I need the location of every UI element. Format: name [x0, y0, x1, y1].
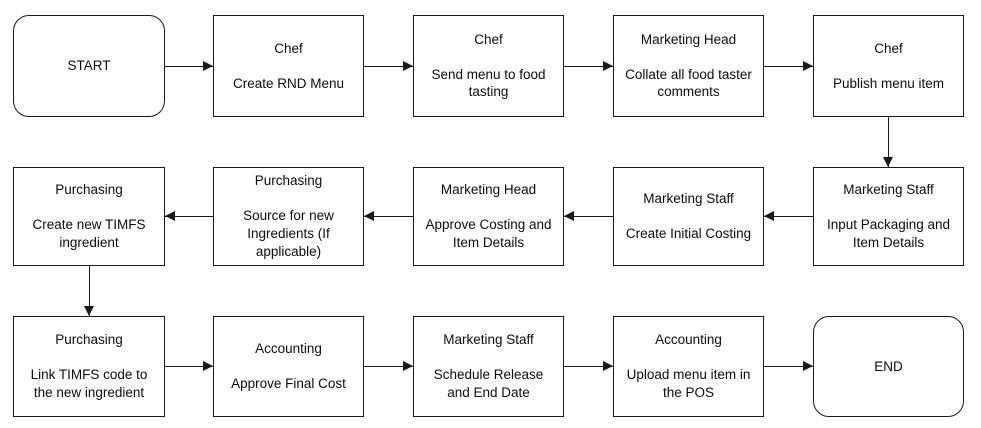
node-action-label: Approve Costing and Item Details — [425, 217, 552, 250]
connector-line — [564, 366, 613, 367]
node-role-label: Marketing Staff — [643, 191, 734, 207]
connector-line — [564, 216, 613, 217]
node-role-label: Purchasing — [55, 182, 123, 198]
node-action-label: Collate all food taster comments — [625, 66, 752, 100]
connector-line — [165, 66, 213, 67]
node-start[interactable]: START — [13, 15, 165, 117]
node-role-label: Accounting — [255, 341, 322, 357]
node-action-label: Create Initial Costing — [625, 226, 752, 241]
node-role-label: Chef — [274, 40, 303, 56]
node-role-label: Purchasing — [254, 173, 323, 189]
connector-line — [888, 117, 889, 167]
node-action-label: END — [874, 358, 903, 374]
node-action-label: Send menu to food tasting — [431, 66, 546, 100]
node-action-label: Input Packaging and Item Details — [826, 217, 951, 250]
arrowhead-left-icon — [165, 211, 175, 221]
arrowhead-down-icon — [883, 157, 893, 167]
node-role-label: Marketing Head — [440, 182, 537, 198]
node-end[interactable]: END — [813, 316, 964, 417]
connector-line — [165, 366, 213, 367]
node-action-label: Publish menu item — [832, 75, 945, 91]
arrowhead-right-icon — [603, 61, 613, 71]
arrowhead-left-icon — [564, 211, 574, 221]
arrowhead-right-icon — [403, 61, 413, 71]
connector-line — [764, 66, 813, 67]
arrowhead-right-icon — [803, 361, 813, 371]
node-action-label: Source for new Ingredients (If applicabl… — [243, 208, 334, 259]
connector-line — [764, 216, 813, 217]
node-action-label: Link TIMFS code to the new ingredient — [30, 367, 148, 400]
node-role-label: Marketing Head — [640, 31, 737, 47]
arrowhead-left-icon — [364, 211, 374, 221]
connector-line — [364, 366, 413, 367]
connector-line — [564, 66, 613, 67]
arrowhead-right-icon — [803, 61, 813, 71]
node-action-label: Upload menu item in the POS — [626, 367, 751, 400]
node-action-label: Create new TIMFS ingredient — [32, 217, 146, 250]
arrowhead-right-icon — [403, 361, 413, 371]
connector-line — [89, 266, 90, 316]
node-action-label: Create RND Menu — [232, 75, 345, 91]
arrowhead-right-icon — [603, 361, 613, 371]
node-action-label: Approve Final Cost — [231, 376, 346, 391]
node-action-label: START — [67, 58, 111, 74]
arrowhead-right-icon — [203, 361, 213, 371]
connector-line — [364, 216, 413, 217]
node-action-label: Schedule Release and End Date — [433, 367, 544, 400]
arrowhead-left-icon — [764, 211, 774, 221]
connector-line — [364, 66, 413, 67]
node-role-label: Purchasing — [55, 332, 123, 348]
arrowhead-down-icon — [84, 306, 94, 316]
node-role-label: Chef — [874, 40, 903, 56]
node-role-label: Chef — [474, 31, 503, 47]
node-role-label: Accounting — [655, 332, 722, 348]
arrowhead-right-icon — [203, 61, 213, 71]
node-role-label: Marketing Staff — [443, 332, 534, 348]
node-role-label: Marketing Staff — [843, 182, 934, 198]
connector-line — [165, 216, 213, 217]
connector-line — [764, 366, 813, 367]
